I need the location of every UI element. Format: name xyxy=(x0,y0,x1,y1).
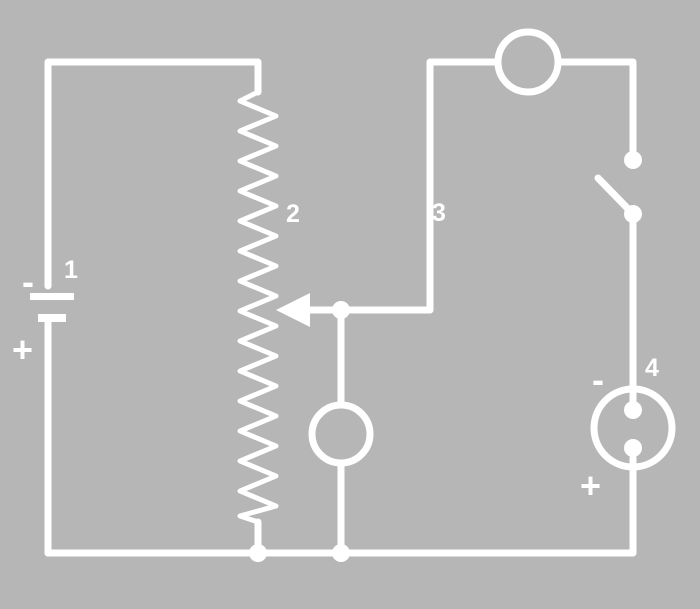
battery-minus-sign: - xyxy=(22,261,34,302)
wire-slider xyxy=(304,58,502,314)
junction-slider xyxy=(332,301,350,319)
slider-arrow xyxy=(276,293,310,327)
source-label: 4 xyxy=(645,354,659,382)
junction-meter-bottom xyxy=(332,544,350,562)
rheostat-zigzag xyxy=(237,89,279,525)
battery-long-plate xyxy=(30,293,74,300)
source-plus-sign: + xyxy=(580,465,601,506)
rheostat-label: 2 xyxy=(286,200,300,228)
battery-symbol xyxy=(30,293,74,322)
wire-bottom xyxy=(44,454,637,557)
battery-short-plate xyxy=(38,314,66,322)
source-circle xyxy=(590,385,676,471)
top-meter-circle xyxy=(494,28,562,96)
wire-top-right xyxy=(554,58,637,164)
battery-label: 1 xyxy=(64,256,78,284)
junction-rheostat-bottom xyxy=(249,544,267,562)
middle-meter-circle xyxy=(308,401,374,467)
source-terminal-bottom xyxy=(624,439,642,457)
switch-contact-top xyxy=(624,151,642,169)
battery-plus-sign: + xyxy=(12,329,33,370)
source-minus-sign: - xyxy=(592,359,604,400)
wire-label: 3 xyxy=(432,199,446,227)
source-terminal-top xyxy=(624,401,642,419)
wire-top-left xyxy=(44,58,262,290)
